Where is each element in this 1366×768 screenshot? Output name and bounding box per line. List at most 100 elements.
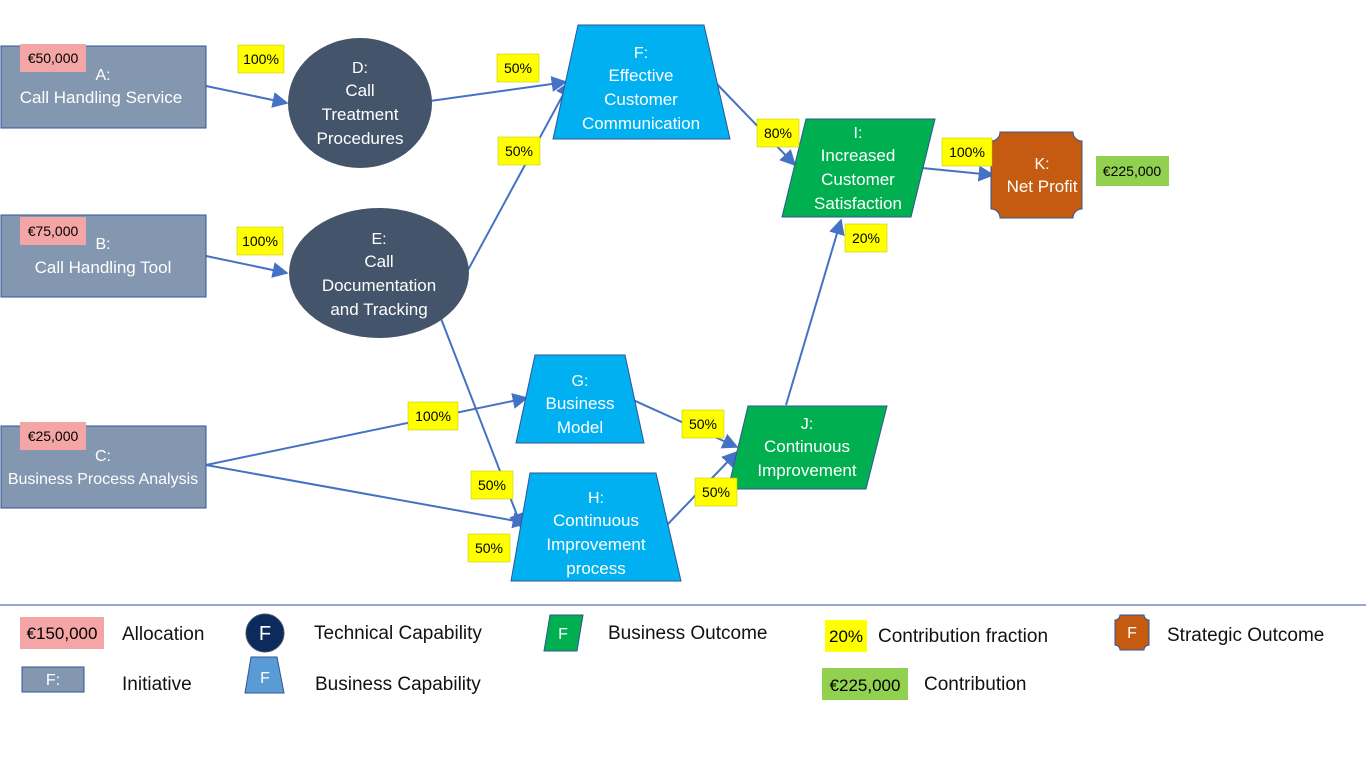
legend-fraction-label: Contribution fraction — [878, 626, 1048, 647]
legend-business-cap-label: Business Capability — [315, 674, 481, 695]
legend-business-cap-sample: F — [260, 670, 270, 687]
node-d-label-4: Procedures — [317, 129, 404, 148]
fraction-i-k-text: 100% — [949, 144, 985, 160]
fraction-e-h-text: 50% — [478, 477, 506, 493]
fraction-b-e: 100% — [236, 226, 284, 256]
node-g-label-3: Model — [557, 418, 603, 437]
edge-c-h — [205, 464, 529, 529]
legend-fraction-sample: 20% — [829, 627, 863, 646]
fraction-g-j: 50% — [681, 409, 725, 439]
business-capability-shape — [552, 24, 731, 140]
fraction-h-j: 50% — [694, 477, 738, 507]
node-e-label-4: and Tracking — [330, 300, 427, 319]
node-g-label-2: Business — [546, 394, 615, 413]
edge-i-k — [921, 165, 995, 182]
business-outcome-shape — [727, 405, 888, 490]
edge-c-g — [205, 393, 529, 466]
node-j-label-3: Improvement — [757, 461, 856, 480]
legend-outcome-label: Business Outcome — [608, 623, 767, 644]
node-j-label-1: J: — [801, 416, 813, 433]
node-j-label-2: Continuous — [764, 437, 850, 456]
legend-outcome-sample: F — [558, 626, 568, 643]
node-f-label-3: Customer — [604, 90, 678, 109]
node-h-label-4: process — [566, 559, 626, 578]
legend-allocation-sample: €150,000 — [27, 624, 98, 643]
node-j[interactable]: J: Continuous Improvement — [727, 405, 888, 490]
node-h-label-3: Improvement — [546, 535, 645, 554]
node-h-label-1: H: — [588, 490, 604, 507]
node-h-label-2: Continuous — [553, 511, 639, 530]
node-a-label-2: Call Handling Service — [20, 88, 183, 107]
business-capability-shape — [510, 472, 682, 582]
node-g[interactable]: G: Business Model — [515, 354, 645, 444]
fraction-a-d-text: 100% — [243, 51, 279, 67]
node-f-label-1: F: — [634, 45, 648, 62]
legend-fraction-swatch — [825, 620, 867, 652]
node-b[interactable]: B: Call Handling Tool — [0, 214, 207, 298]
node-b-label-1: B: — [95, 236, 110, 253]
legend-strategic-label: Strategic Outcome — [1167, 625, 1324, 646]
node-h[interactable]: H: Continuous Improvement process — [510, 472, 682, 582]
edge-d-f — [429, 76, 568, 102]
fraction-f-i-text: 80% — [764, 125, 792, 141]
legend-technical-capability-icon — [245, 613, 285, 653]
legend-allocation-swatch — [20, 617, 104, 649]
node-d-label-3: Treatment — [322, 105, 399, 124]
node-f[interactable]: F: Effective Customer Communication — [552, 24, 731, 140]
edges — [205, 76, 995, 530]
edge-a-d — [205, 85, 289, 108]
legend-technical-label: Technical Capability — [314, 623, 482, 644]
edge-e-f — [467, 80, 571, 271]
node-e[interactable]: E: Call Documentation and Tracking — [289, 208, 469, 338]
node-i-label-2: Increased — [821, 146, 896, 165]
strategic-outcome-shape — [990, 131, 1083, 219]
fraction-a-d: 100% — [237, 44, 285, 74]
legend-strategic-outcome-icon — [1114, 614, 1150, 651]
node-d-label-2: Call — [345, 81, 374, 100]
fraction-h-j-text: 50% — [702, 484, 730, 500]
fraction-j-i: 20% — [844, 223, 888, 253]
node-a-label-1: A: — [95, 67, 110, 84]
contribution-k: €225,000 — [1096, 156, 1169, 186]
allocation-a-value: €50,000 — [28, 50, 79, 66]
contribution-k-value: €225,000 — [1103, 163, 1162, 179]
fraction-c-g: 100% — [407, 401, 459, 431]
node-e-label-1: E: — [371, 231, 386, 248]
fraction-c-h: 50% — [467, 533, 511, 563]
node-i-label-1: I: — [854, 125, 863, 142]
node-i-label-4: Satisfaction — [814, 194, 902, 213]
fraction-b-e-text: 100% — [242, 233, 278, 249]
business-outcome-shape — [781, 118, 936, 218]
fraction-c-g-text: 100% — [415, 408, 451, 424]
fraction-e-f-text: 50% — [505, 143, 533, 159]
allocation-a: €50,000 — [20, 44, 86, 72]
node-i[interactable]: I: Increased Customer Satisfaction — [781, 118, 936, 218]
node-k[interactable]: K: Net Profit — [990, 131, 1083, 219]
edge-f-i — [714, 81, 797, 167]
legend: €150,000 Allocation F: Initiative F Tech… — [20, 613, 1324, 700]
node-d-label-1: D: — [352, 60, 368, 77]
fraction-d-f: 50% — [496, 53, 540, 83]
fraction-d-f-text: 50% — [504, 60, 532, 76]
node-k-label-2: Net Profit — [1007, 177, 1078, 196]
legend-initiative-sample: F: — [46, 672, 60, 689]
legend-initiative-swatch — [21, 666, 85, 693]
node-d[interactable]: D: Call Treatment Procedures — [288, 38, 432, 168]
allocation-c: €25,000 — [20, 422, 86, 450]
fraction-f-i: 80% — [756, 118, 800, 148]
legend-contribution-sample: €225,000 — [830, 676, 901, 695]
legend-contribution-swatch — [822, 668, 908, 700]
legend-strategic-sample: F — [1127, 625, 1137, 642]
allocation-b: €75,000 — [20, 217, 86, 245]
fraction-e-f: 50% — [497, 136, 541, 166]
node-i-label-3: Customer — [821, 170, 895, 189]
technical-capability-shape — [289, 208, 469, 338]
fraction-c-h-text: 50% — [475, 540, 503, 556]
fraction-g-j-text: 50% — [689, 416, 717, 432]
technical-capability-shape — [288, 38, 432, 168]
node-c-label-2: Business Process Analysis — [8, 471, 198, 488]
legend-allocation-label: Allocation — [122, 624, 204, 645]
allocation-b-value: €75,000 — [28, 223, 79, 239]
node-g-label-1: G: — [572, 373, 589, 390]
